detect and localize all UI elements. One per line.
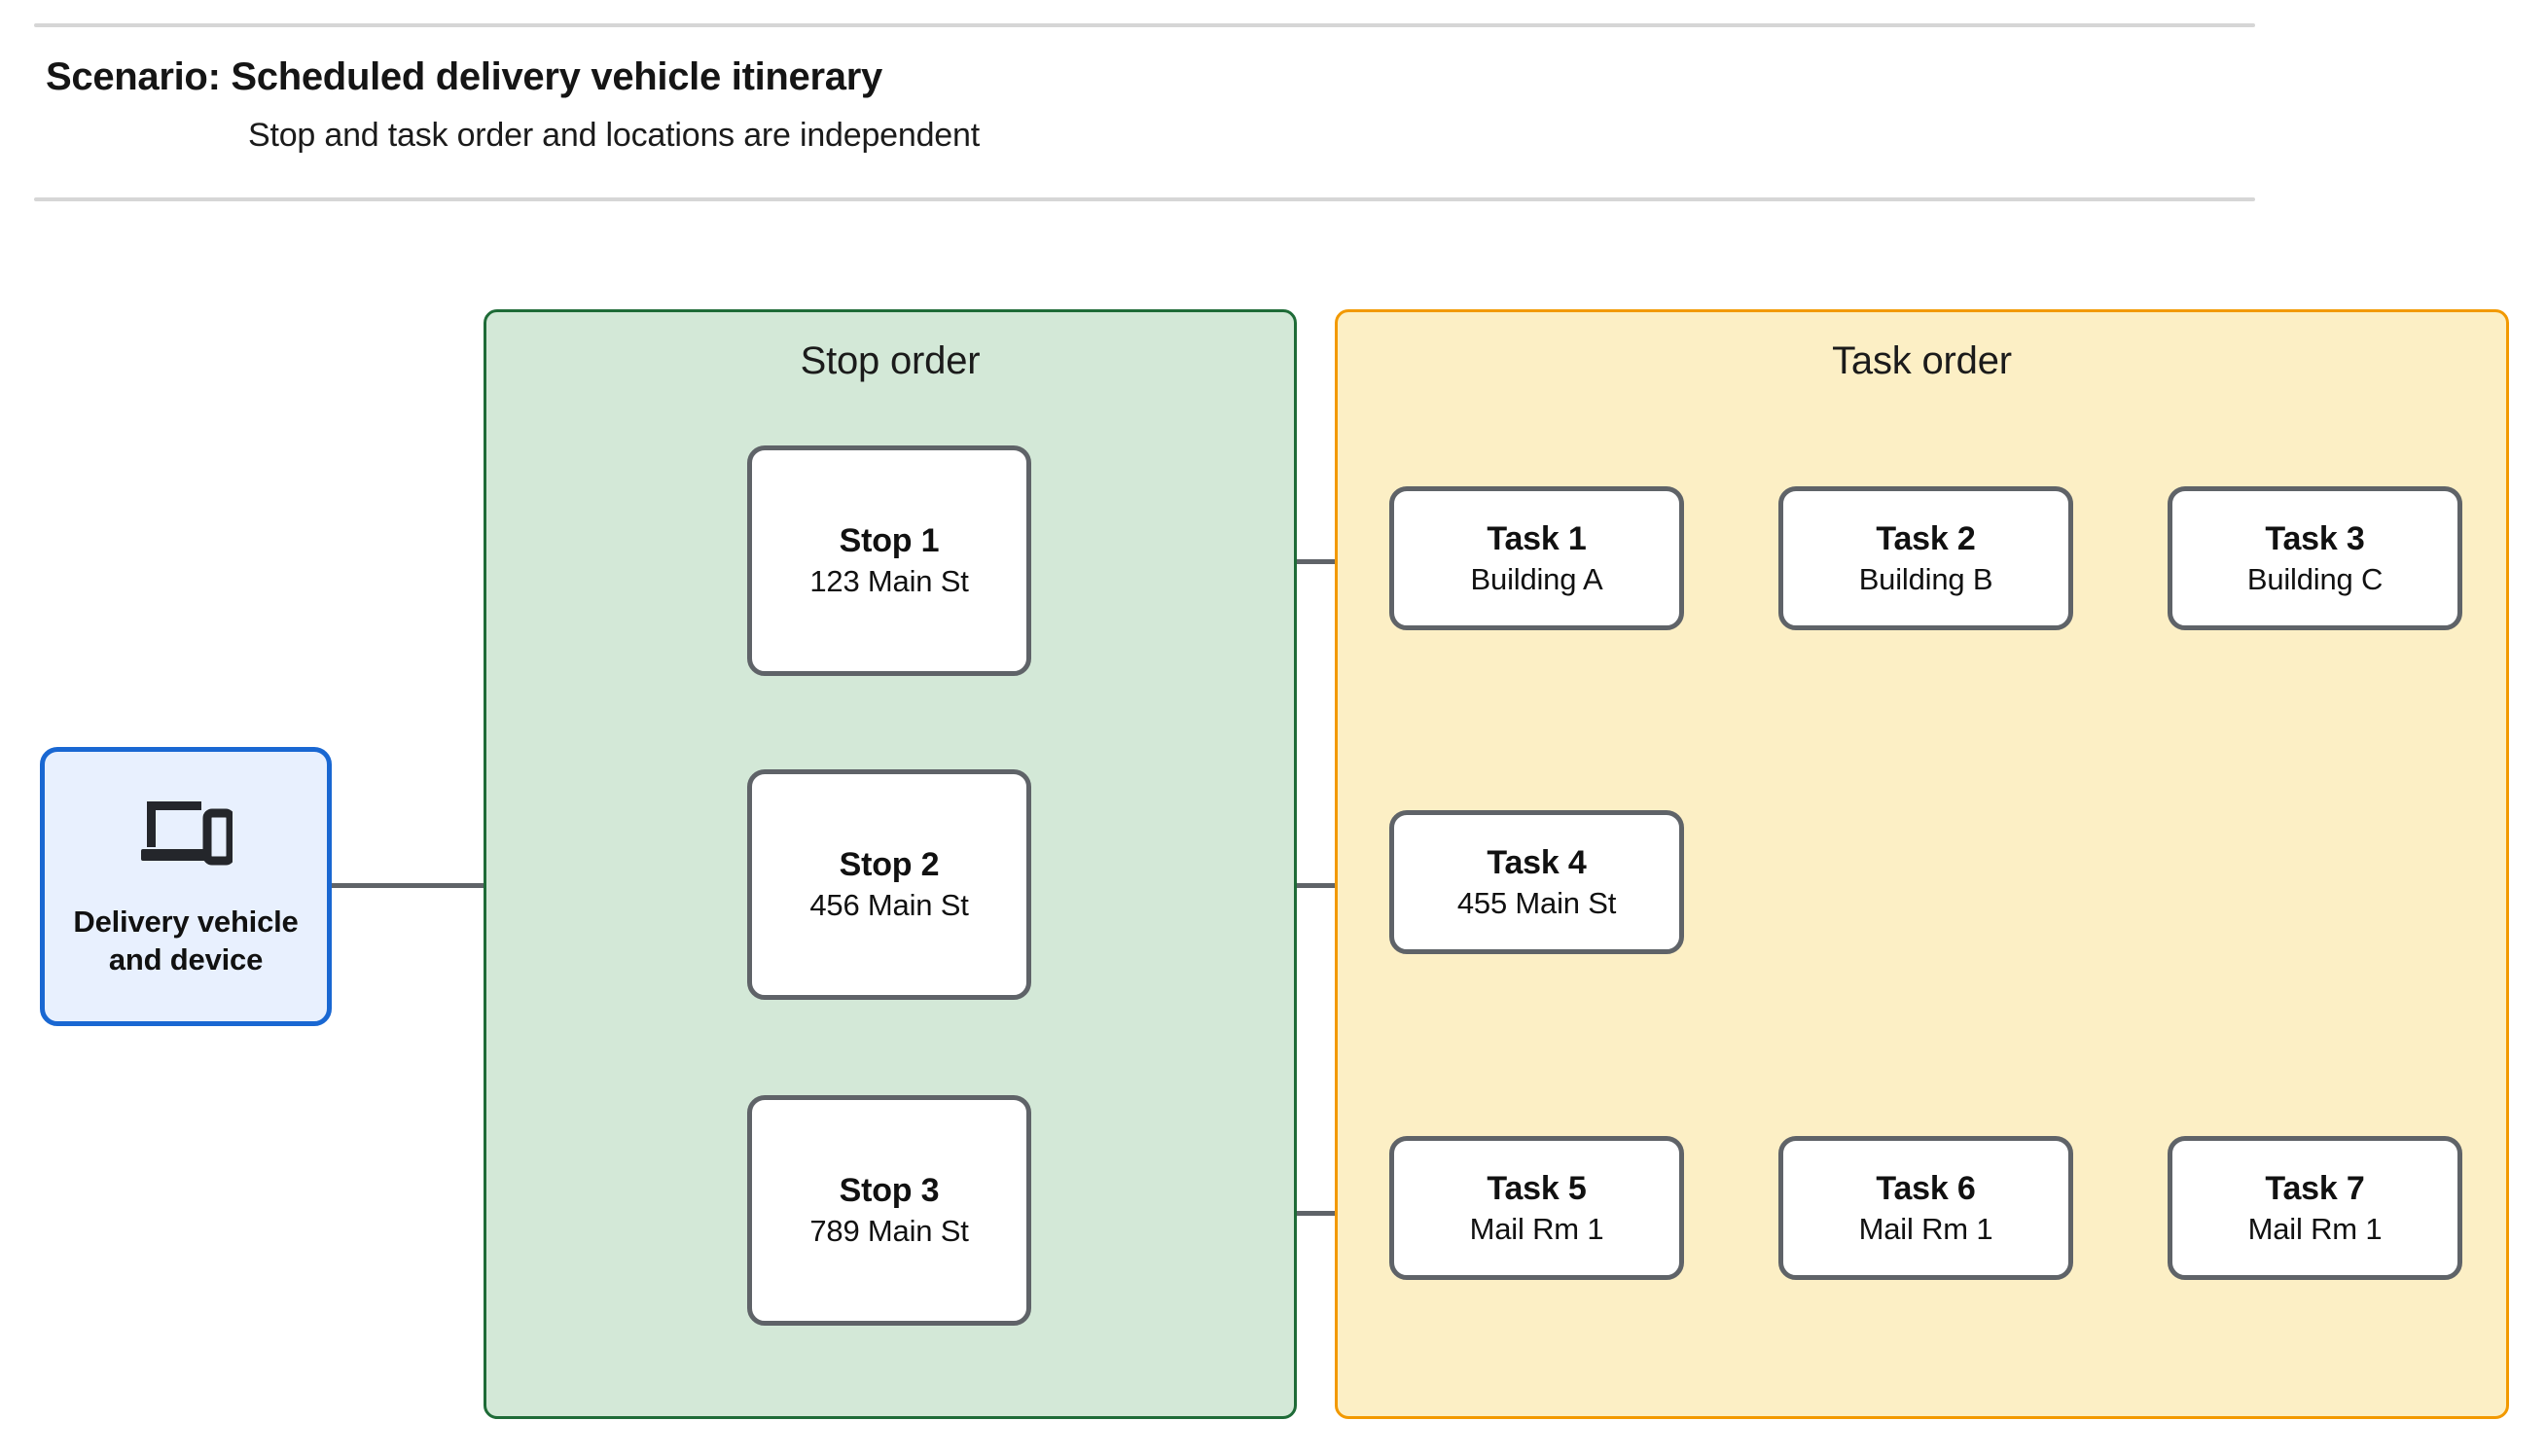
task-card-title: Task 3: [2265, 519, 2365, 557]
stop-card-location: 456 Main St: [809, 888, 969, 923]
task-card-5[interactable]: Task 5 Mail Rm 1: [1389, 1136, 1684, 1280]
task-card-title: Task 7: [2265, 1169, 2365, 1207]
task-card-title: Task 5: [1487, 1169, 1587, 1207]
page-title: Scenario: Scheduled delivery vehicle iti…: [46, 55, 882, 98]
task-card-location: Mail Rm 1: [1858, 1211, 1993, 1246]
task-card-location: 455 Main St: [1456, 885, 1617, 920]
page-subtitle: Stop and task order and locations are in…: [248, 117, 980, 154]
task-card-2[interactable]: Task 2 Building B: [1778, 486, 2073, 630]
stop-order-title: Stop order: [800, 339, 981, 382]
header-divider-top: [34, 23, 2255, 27]
delivery-vehicle-label-line-2: and device: [108, 942, 264, 977]
task-card-6[interactable]: Task 6 Mail Rm 1: [1778, 1136, 2073, 1280]
task-card-title: Task 6: [1876, 1169, 1976, 1207]
stop-card-2[interactable]: Stop 2 456 Main St: [747, 769, 1031, 1000]
task-card-7[interactable]: Task 7 Mail Rm 1: [2168, 1136, 2462, 1280]
stop-card-title: Stop 2: [839, 846, 940, 884]
task-card-title: Task 4: [1487, 843, 1587, 881]
header-divider-bottom: [34, 197, 2255, 201]
delivery-vehicle-card[interactable]: Delivery vehicle and device: [40, 747, 332, 1026]
task-card-location: Building C: [2246, 561, 2384, 596]
task-card-title: Task 1: [1487, 519, 1587, 557]
task-card-location: Building A: [1470, 561, 1603, 596]
task-card-location: Mail Rm 1: [1469, 1211, 1604, 1246]
delivery-vehicle-label: Delivery vehicle and device: [73, 904, 298, 979]
stop-card-location: 123 Main St: [809, 564, 969, 599]
task-card-location: Building B: [1858, 561, 1993, 596]
task-card-1[interactable]: Task 1 Building A: [1389, 486, 1684, 630]
task-card-3[interactable]: Task 3 Building C: [2168, 486, 2462, 630]
task-card-4[interactable]: Task 4 455 Main St: [1389, 810, 1684, 954]
stop-card-title: Stop 1: [839, 522, 940, 560]
task-card-location: Mail Rm 1: [2247, 1211, 2383, 1246]
stop-card-1[interactable]: Stop 1 123 Main St: [747, 445, 1031, 676]
devices-icon: [139, 794, 235, 870]
task-order-title: Task order: [1832, 339, 2012, 382]
task-card-title: Task 2: [1876, 519, 1976, 557]
stop-card-location: 789 Main St: [809, 1214, 969, 1249]
delivery-vehicle-label-line-1: Delivery vehicle: [73, 905, 299, 940]
stop-card-title: Stop 3: [839, 1172, 940, 1210]
connector-vehicle-to-bus: [332, 883, 552, 888]
stop-card-3[interactable]: Stop 3 789 Main St: [747, 1095, 1031, 1326]
